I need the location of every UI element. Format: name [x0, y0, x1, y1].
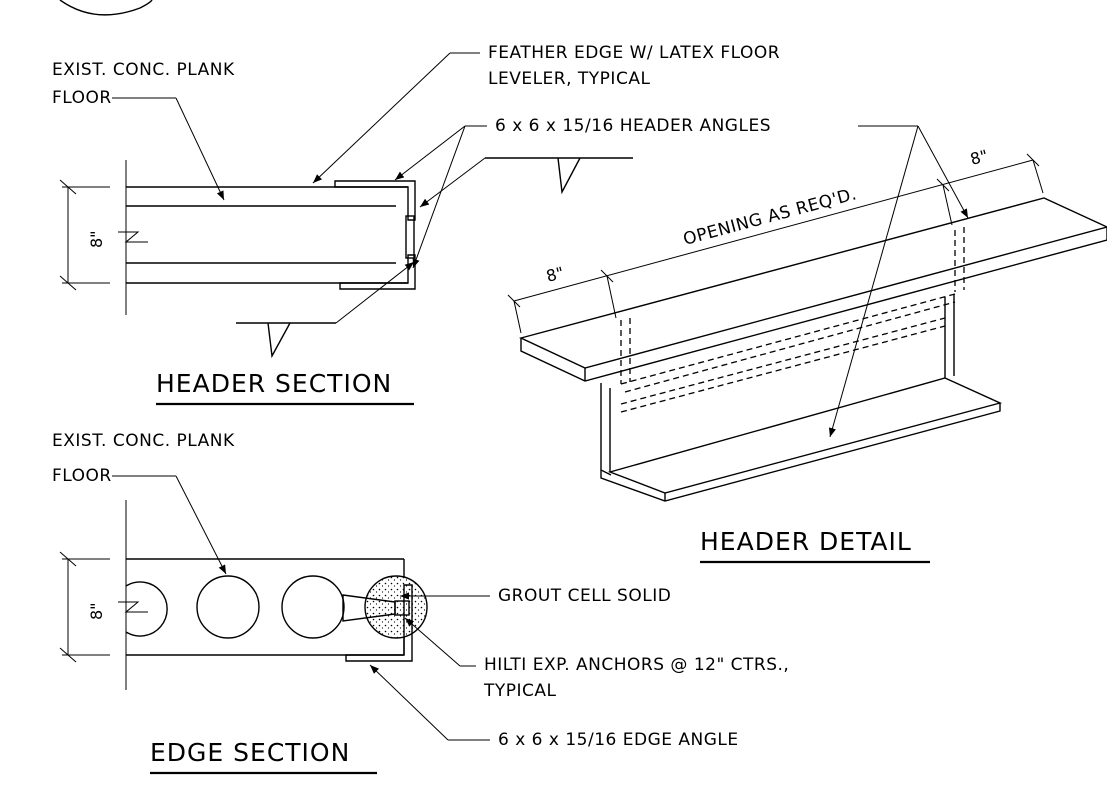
header-dim-tick-bottom	[59, 275, 77, 291]
weld-symbol-bottom	[267, 322, 291, 359]
detail-dim-tick-2	[600, 269, 614, 283]
bottom-angle-flat-leg	[607, 377, 1003, 494]
shared-leaders: FEATHER EDGE W/ LATEX FLOOR LEVELER, TYP…	[312, 43, 969, 438]
edge-dim-tick-bottom	[59, 647, 77, 663]
header-plank-leader	[175, 97, 225, 201]
top-header-angle	[334, 180, 416, 221]
edge-section: 8" EXIST. CONC. PLANK FLOOR GROUT CELL S…	[52, 431, 789, 775]
angles-leader-d	[828, 125, 919, 438]
header-section-dimension: 8"	[87, 230, 106, 248]
header-plank-label-1: EXIST. CONC. PLANK	[52, 60, 235, 80]
detail-dim-right: 8"	[968, 146, 990, 169]
header-plank-label-2: FLOOR	[52, 88, 112, 108]
angles-leader-a	[394, 125, 466, 181]
angles-leader-c	[917, 125, 969, 219]
detail-dim-left: 8"	[544, 263, 566, 286]
edge-dim-tick-top	[59, 551, 77, 567]
weld-symbol-top	[557, 157, 581, 195]
feather-label-2: LEVELER, TYPICAL	[488, 69, 650, 89]
edge-plank-label-2: FLOOR	[52, 466, 112, 486]
edge-angle	[345, 584, 413, 662]
bottom-header-angle	[339, 254, 416, 290]
weld-leader-top	[419, 157, 486, 208]
detail-dim-ext-3	[942, 184, 953, 226]
detail-dim-tick-4	[1026, 153, 1040, 167]
angles-leader-b	[412, 125, 466, 269]
edge-angle-leader	[369, 664, 449, 741]
anchor-washer	[394, 600, 410, 616]
top-angle-flat-leg	[518, 197, 1107, 369]
header-web-plate	[405, 215, 415, 259]
angles-label: 6 x 6 x 15/16 HEADER ANGLES	[495, 116, 771, 136]
edge-angle-label: 6 x 6 x 15/16 EDGE ANGLE	[498, 730, 739, 750]
anchors-leader	[404, 617, 461, 667]
grout-label: GROUT CELL SOLID	[498, 586, 671, 606]
top-angle-hidden-edges	[620, 293, 956, 393]
anchors-label-1: HILTI EXP. ANCHORS @ 12" CTRS.,	[484, 655, 789, 675]
edge-section-dimension: 8"	[87, 602, 106, 620]
detail-bubble-arc	[59, 0, 153, 16]
detail-dim-ext-1	[513, 300, 522, 334]
edge-plank-label-1: EXIST. CONC. PLANK	[52, 431, 235, 451]
header-section: 8" EXIST. CONC. PLANK FLOOR HEADER SECTI…	[52, 60, 633, 406]
bottom-angle-hidden-top	[620, 317, 946, 413]
core-1	[196, 575, 260, 639]
header-detail-title: HEADER DETAIL	[700, 527, 912, 556]
detail-dim-line	[513, 159, 1034, 302]
edge-plank-leader	[175, 475, 227, 575]
core-partial	[125, 581, 168, 637]
detail-dim-ext-2	[606, 275, 617, 319]
feather-leader	[312, 52, 451, 184]
opening-label: OPENING AS REQ'D.	[681, 184, 859, 250]
core-2	[281, 575, 345, 639]
detail-dim-ext-4	[1032, 159, 1044, 194]
header-section-title: HEADER SECTION	[156, 369, 392, 398]
header-dim-tick-top	[59, 179, 77, 195]
detail-dim-tick-1	[507, 294, 521, 308]
feather-label-1: FEATHER EDGE W/ LATEX FLOOR	[488, 43, 780, 63]
top-angle-hidden-legs	[620, 227, 965, 384]
edge-section-title: EDGE SECTION	[150, 738, 350, 767]
weld-leader-bottom	[335, 261, 415, 324]
header-detail: 8" OPENING AS REQ'D. 8" HEADER DETAIL	[507, 146, 1107, 564]
anchors-label-2: TYPICAL	[483, 681, 557, 701]
bottom-angle-flat-leg-thickness	[600, 403, 1001, 502]
detail-dim-tick-3	[936, 178, 950, 192]
bottom-angle-vertical-leg-right	[944, 294, 955, 378]
edge-section-break-symbol	[118, 601, 148, 613]
header-section-break-symbol	[118, 231, 148, 243]
